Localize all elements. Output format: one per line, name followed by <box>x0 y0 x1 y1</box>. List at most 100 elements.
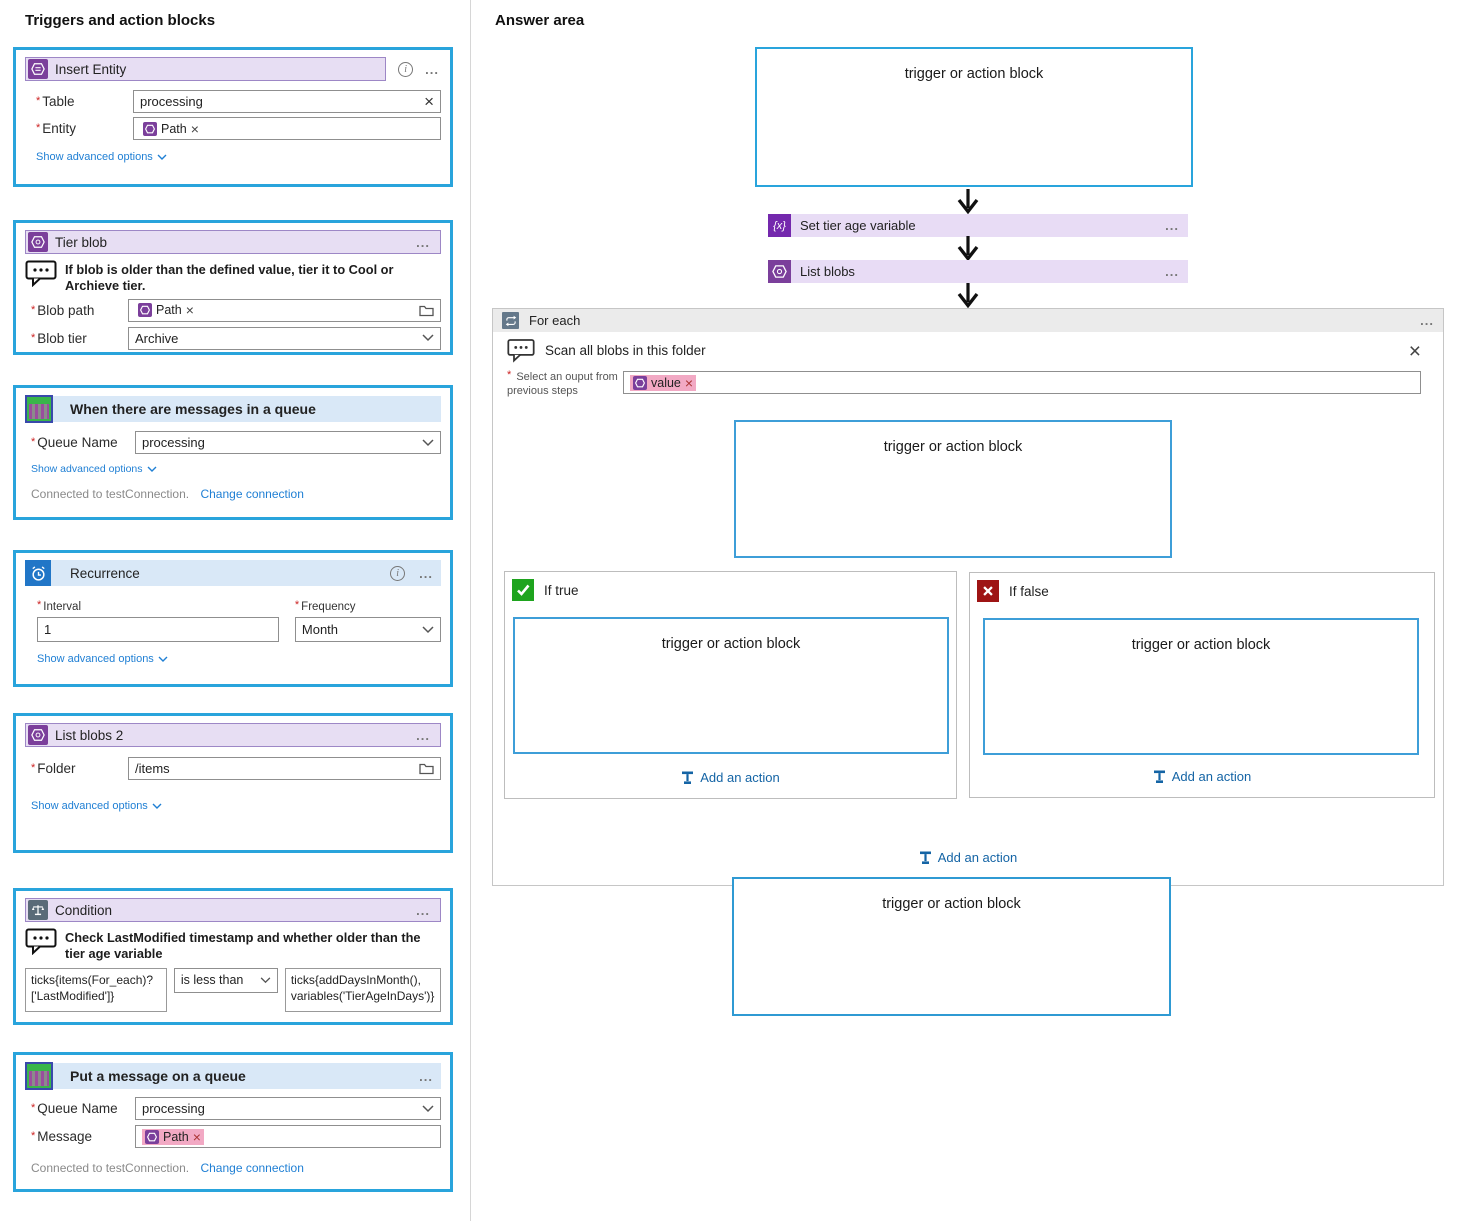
table-label: Table <box>36 94 133 109</box>
chip-label: Path <box>163 1129 189 1144</box>
connected-text: Connected to testConnection. <box>31 1161 190 1175</box>
remove-chip-icon[interactable]: × <box>185 302 194 319</box>
variable-icon: {x} <box>768 214 791 237</box>
more-options-icon[interactable]: ... <box>416 234 430 250</box>
comment-bubble-icon <box>507 339 535 363</box>
entity-input[interactable]: Path × <box>133 117 441 140</box>
select-output-label: Select an ouput from previous steps <box>507 369 619 399</box>
placeholder-text: trigger or action block <box>883 439 1023 455</box>
close-icon[interactable]: × <box>1408 340 1421 363</box>
put-message-header: Put a message on a queue ... <box>53 1063 441 1089</box>
path-token-chip[interactable]: Path × <box>135 302 197 318</box>
chevron-down-icon <box>422 1104 434 1112</box>
blob-storage-icon <box>768 260 791 283</box>
chip-label: Path <box>161 121 187 136</box>
more-options-icon[interactable]: ... <box>1165 218 1179 233</box>
insert-entity-header: Insert Entity <box>25 57 387 81</box>
more-options-icon[interactable]: ... <box>425 61 439 77</box>
remove-chip-icon[interactable]: × <box>190 120 199 137</box>
blob-path-input[interactable]: Path × <box>128 298 441 322</box>
dynamic-content-icon <box>143 121 157 136</box>
queue-name-select[interactable]: processing <box>135 431 441 454</box>
block-tier-blob[interactable]: Tier blob ... If blob is older than the … <box>13 220 453 355</box>
step-set-tier-age-variable[interactable]: {x} Set tier age variable ... <box>768 214 1188 237</box>
path-token-chip[interactable]: Path × <box>140 121 202 137</box>
value-token-chip[interactable]: value × <box>630 374 697 391</box>
queue-icon <box>25 395 53 423</box>
interval-value: 1 <box>44 622 52 638</box>
message-input[interactable]: Path × <box>135 1125 441 1148</box>
more-options-icon[interactable]: ... <box>1420 313 1434 328</box>
placeholder-text: trigger or action block <box>1131 637 1271 653</box>
show-advanced-options-link[interactable]: Show advanced options <box>36 151 167 163</box>
remove-chip-icon[interactable]: × <box>192 1128 201 1145</box>
if-true-check-icon <box>512 579 534 601</box>
chevron-down-icon <box>260 977 271 984</box>
clear-icon[interactable]: × <box>424 92 434 111</box>
drop-target-loop-action[interactable]: trigger or action block <box>734 420 1172 558</box>
queue-name-select[interactable]: processing <box>135 1097 441 1120</box>
comment-bubble-icon <box>25 928 57 955</box>
more-options-icon[interactable]: ... <box>416 727 430 743</box>
blob-tier-select[interactable]: Archive <box>128 326 441 350</box>
add-action-icon <box>682 771 694 784</box>
frequency-value: Month <box>301 622 339 638</box>
chevron-down-icon <box>157 154 167 160</box>
block-recurrence[interactable]: Recurrence i ... Interval 1 Frequency Mo… <box>13 550 453 687</box>
queue-name-value: processing <box>142 435 205 450</box>
folder-picker-icon[interactable] <box>419 762 434 775</box>
drop-target-trigger-1[interactable]: trigger or action block <box>755 47 1193 187</box>
more-options-icon[interactable]: ... <box>419 1068 433 1084</box>
interval-input[interactable]: 1 <box>37 617 279 643</box>
path-token-chip[interactable]: Path × <box>142 1128 204 1145</box>
remove-chip-icon[interactable]: × <box>684 374 694 391</box>
foreach-header: For each ... <box>493 309 1443 332</box>
add-action-button[interactable]: Add an action <box>493 850 1443 865</box>
panel-divider <box>470 0 471 1221</box>
block-condition[interactable]: Condition ... Check LastModified timesta… <box>13 888 453 1025</box>
block-put-message[interactable]: Put a message on a queue ... Queue Name … <box>13 1052 453 1192</box>
drop-target-if-false[interactable]: trigger or action block <box>983 618 1419 755</box>
add-action-button[interactable]: Add an action <box>505 770 956 785</box>
select-output-input[interactable]: value × <box>623 371 1421 394</box>
table-input[interactable]: processing × <box>133 90 441 113</box>
frequency-select[interactable]: Month <box>294 617 441 643</box>
change-connection-link[interactable]: Change connection <box>200 1161 304 1175</box>
drop-target-trigger-2[interactable]: trigger or action block <box>732 877 1171 1016</box>
more-options-icon[interactable]: ... <box>416 902 430 918</box>
step-list-blobs[interactable]: List blobs ... <box>768 260 1188 283</box>
change-connection-link[interactable]: Change connection <box>200 487 304 501</box>
more-options-icon[interactable]: ... <box>1165 264 1179 279</box>
condition-left-expression[interactable]: ticks{items(For_each)?['LastModified']} <box>25 967 167 1012</box>
foreach-title: For each <box>529 313 581 328</box>
chip-label: Path <box>156 303 182 318</box>
placeholder-text: trigger or action block <box>882 896 1021 912</box>
block-title: List blobs 2 <box>55 727 124 743</box>
blob-tier-value: Archive <box>135 330 179 346</box>
add-action-button[interactable]: Add an action <box>970 769 1434 784</box>
more-options-icon[interactable]: ... <box>419 565 433 581</box>
drop-target-if-true[interactable]: trigger or action block <box>513 617 949 754</box>
blob-storage-icon <box>28 725 48 745</box>
condition-right-expression[interactable]: ticks{addDaysInMonth(), variables('TierA… <box>284 967 441 1012</box>
show-advanced-options-link[interactable]: Show advanced options <box>31 463 157 475</box>
chevron-down-icon <box>147 466 156 472</box>
link-label: Show advanced options <box>37 653 154 666</box>
operator-value: is less than <box>180 973 244 988</box>
block-list-blobs-2[interactable]: List blobs 2 ... Folder /items Show adva… <box>13 713 453 853</box>
flow-arrow-down <box>957 236 979 261</box>
foreach-container[interactable]: For each ... × Scan all blobs in this fo… <box>492 308 1444 886</box>
folder-input[interactable]: /items <box>128 757 441 780</box>
queue-name-value: processing <box>142 1101 205 1116</box>
condition-operator-select[interactable]: is less than <box>173 967 278 993</box>
info-icon[interactable]: i <box>398 61 414 77</box>
info-icon[interactable]: i <box>390 565 406 581</box>
block-insert-entity[interactable]: Insert Entity i ... Table processing × E… <box>13 47 453 187</box>
comment-text: Check LastModified timestamp and whether… <box>65 930 421 961</box>
foreach-comment-row: Scan all blobs in this folder <box>507 338 706 363</box>
folder-picker-icon[interactable] <box>419 304 434 317</box>
block-queue-trigger[interactable]: When there are messages in a queue Queue… <box>13 385 453 520</box>
add-action-label: Add an action <box>937 850 1018 865</box>
show-advanced-options-link[interactable]: Show advanced options <box>31 800 162 812</box>
show-advanced-options-link[interactable]: Show advanced options <box>37 653 168 665</box>
